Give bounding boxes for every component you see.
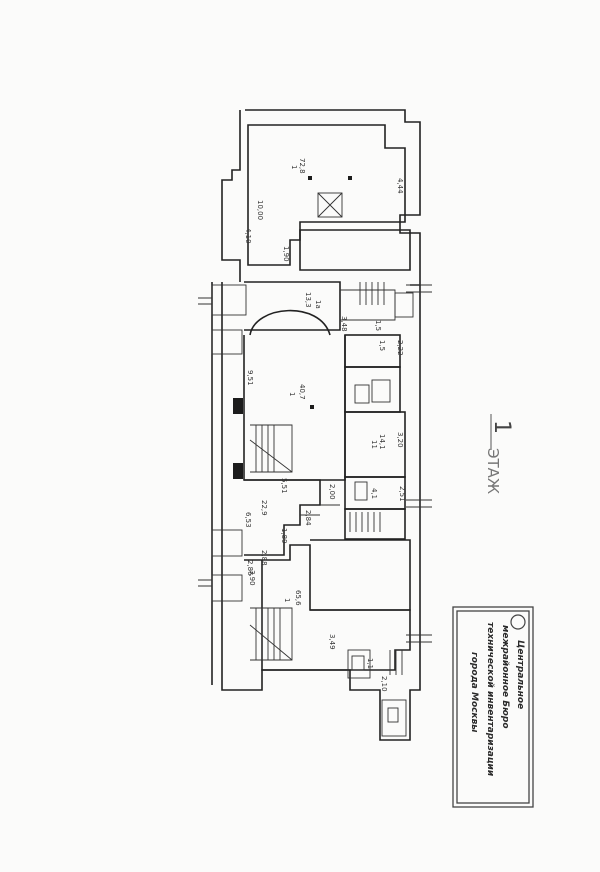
dim-label: 10,00 bbox=[256, 200, 264, 220]
right-service-rooms bbox=[344, 334, 406, 540]
room-area-6: 1,1 bbox=[366, 658, 374, 669]
dim-label: 2,51 bbox=[398, 486, 406, 502]
room-area-2: 1,5 bbox=[378, 340, 386, 351]
room-area-1b: 1,5 bbox=[374, 320, 382, 331]
dim-label: 3,48 bbox=[340, 316, 348, 332]
dim-label: 3,20 bbox=[396, 432, 404, 448]
dim-label: 3,49 bbox=[328, 634, 336, 650]
dim-label: 5,51 bbox=[280, 478, 288, 494]
dim-label: 2,10 bbox=[380, 676, 388, 692]
dim-label: 2,22 bbox=[396, 340, 404, 356]
room-label-lower: 1 bbox=[283, 598, 291, 602]
room-label-central: 1 bbox=[288, 392, 296, 396]
room-label-1a: 1а bbox=[314, 300, 322, 309]
room-area-1: 72,8 bbox=[298, 158, 306, 174]
stamp-line-2: межрайонное Бюро bbox=[500, 625, 510, 729]
outer-walls bbox=[211, 109, 421, 741]
room-label-11: 11 bbox=[370, 440, 378, 449]
room-lower-small bbox=[244, 479, 340, 556]
room-area-lower: 65,6 bbox=[294, 590, 302, 606]
floor-word: ЭТАЖ bbox=[484, 448, 502, 494]
dim-label: 9,51 bbox=[246, 370, 254, 386]
floor-number: 1 bbox=[489, 420, 514, 434]
dim-label: 6,53 bbox=[244, 512, 252, 528]
room-lower-hall bbox=[244, 539, 411, 737]
room-label-1: 1 bbox=[290, 165, 298, 169]
dim-label: 2,00 bbox=[328, 484, 336, 500]
room-area-1a: 13,3 bbox=[304, 292, 312, 308]
room-area-lower-small: 22,9 bbox=[260, 500, 268, 516]
window-marks bbox=[198, 284, 432, 643]
stamp-line-3: технической инвентаризации bbox=[485, 622, 495, 777]
stamp-line-4: города Москвы bbox=[469, 652, 479, 732]
dim-label: 3,90 bbox=[248, 570, 256, 586]
dim-label: 4,10 bbox=[244, 228, 252, 244]
room-1a bbox=[244, 281, 414, 331]
dim-label: 2,86 bbox=[246, 560, 254, 576]
stamp-line-1: Центральное bbox=[515, 640, 525, 709]
room-area-11: 14,1 bbox=[378, 434, 386, 450]
room-area-central: 40,7 bbox=[298, 384, 306, 400]
dim-label: 1,90 bbox=[282, 246, 290, 262]
dim-label: 2,84 bbox=[304, 510, 312, 526]
dim-label: 1,89 bbox=[280, 528, 288, 544]
dim-label: 2,88 bbox=[260, 550, 268, 566]
dim-label: 4,44 bbox=[396, 178, 404, 194]
room-area-small: 4,1 bbox=[370, 488, 378, 499]
room-upper-hall bbox=[247, 124, 411, 271]
